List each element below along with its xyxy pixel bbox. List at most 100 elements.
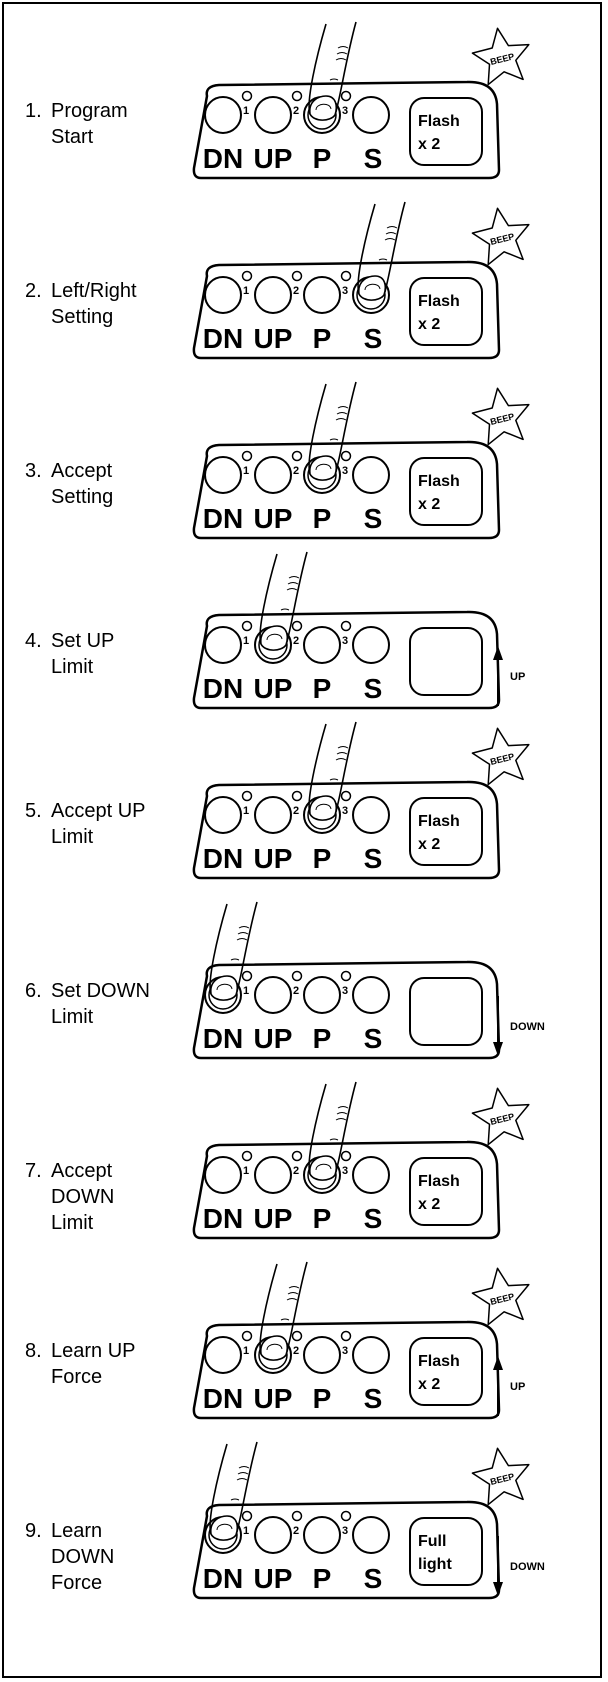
display-window: [409, 1517, 483, 1586]
indicator-led: [241, 1330, 253, 1342]
button-s[interactable]: [352, 96, 390, 134]
button-p[interactable]: [303, 276, 341, 314]
button-up[interactable]: [254, 456, 292, 494]
step-label-line: Force: [51, 1572, 103, 1594]
step-label-line: Limit: [51, 1212, 94, 1234]
button-label: UP: [254, 1203, 293, 1234]
button-s[interactable]: [352, 1156, 390, 1194]
button-label: S: [364, 673, 383, 704]
indicator-number: 2: [293, 105, 299, 117]
button-up[interactable]: [254, 1156, 292, 1194]
button-dn[interactable]: [204, 456, 242, 494]
button-label: UP: [254, 673, 293, 704]
indicator-number: 1: [243, 465, 249, 477]
beep-icon: BEEP: [471, 387, 530, 446]
step-label-line: Accept: [51, 1160, 113, 1182]
button-up[interactable]: [254, 96, 292, 134]
button-label: DN: [203, 1563, 243, 1594]
indicator-led: [340, 1510, 352, 1522]
step-number: 8.: [25, 1340, 42, 1362]
button-s[interactable]: [352, 1336, 390, 1374]
arrow-up-icon: [493, 646, 503, 706]
button-label: DN: [203, 1383, 243, 1414]
button-label: UP: [254, 143, 293, 174]
indicator-number: 2: [293, 1525, 299, 1537]
indicator-led: [291, 1510, 303, 1522]
step-number: 4.: [25, 630, 42, 652]
button-dn[interactable]: [204, 1156, 242, 1194]
button-s[interactable]: [352, 796, 390, 834]
indicator-led: [340, 1330, 352, 1342]
button-label: P: [313, 1203, 332, 1234]
button-label: P: [313, 323, 332, 354]
button-dn[interactable]: [204, 796, 242, 834]
button-label: S: [364, 323, 383, 354]
step-number: 6.: [25, 980, 42, 1002]
button-label: DN: [203, 673, 243, 704]
step-label-line: Limit: [51, 656, 94, 678]
display-text: x 2: [418, 496, 440, 513]
button-s[interactable]: [352, 976, 390, 1014]
button-label: S: [364, 143, 383, 174]
button-up[interactable]: [254, 1516, 292, 1554]
indicator-led: [340, 270, 352, 282]
indicator-led: [241, 1510, 253, 1522]
indicator-led: [241, 790, 253, 802]
indicator-number: 2: [293, 285, 299, 297]
button-p[interactable]: [303, 1516, 341, 1554]
pressing-finger-icon: [308, 721, 357, 821]
button-p[interactable]: [303, 976, 341, 1014]
indicator-number: 2: [293, 1165, 299, 1177]
indicator-led: [291, 970, 303, 982]
display-window: [409, 797, 483, 866]
button-dn[interactable]: [204, 1336, 242, 1374]
display-text: Flash: [418, 1173, 460, 1190]
button-up[interactable]: [254, 276, 292, 314]
indicator-led: [241, 970, 253, 982]
button-s[interactable]: [352, 626, 390, 664]
display-window: [409, 627, 483, 696]
display-text: light: [418, 1556, 452, 1573]
button-dn[interactable]: [204, 96, 242, 134]
arrow-up-icon: [493, 1356, 503, 1416]
button-dn[interactable]: [204, 626, 242, 664]
button-label: DN: [203, 323, 243, 354]
display-window: [409, 1337, 483, 1406]
button-label: S: [364, 843, 383, 874]
pressing-finger-icon: [259, 551, 308, 651]
button-s[interactable]: [352, 1516, 390, 1554]
indicator-number: 1: [243, 635, 249, 647]
indicator-led: [340, 970, 352, 982]
indicator-led: [340, 450, 352, 462]
button-label: UP: [254, 503, 293, 534]
button-dn[interactable]: [204, 276, 242, 314]
button-up[interactable]: [254, 976, 292, 1014]
step-label-line: DOWN: [51, 1546, 115, 1568]
button-label: P: [313, 1563, 332, 1594]
button-p[interactable]: [303, 1336, 341, 1374]
button-up[interactable]: [254, 796, 292, 834]
button-s[interactable]: [352, 456, 390, 494]
button-label: P: [313, 843, 332, 874]
indicator-led: [340, 90, 352, 102]
display-text: Full: [418, 1533, 446, 1550]
button-label: P: [313, 673, 332, 704]
step-label-line: Setting: [51, 486, 114, 508]
step-label-line: Setting: [51, 306, 114, 328]
button-label: S: [364, 503, 383, 534]
pressing-finger-icon: [209, 1441, 258, 1541]
button-p[interactable]: [303, 626, 341, 664]
indicator-number: 1: [243, 1525, 249, 1537]
display-text: Flash: [418, 813, 460, 830]
